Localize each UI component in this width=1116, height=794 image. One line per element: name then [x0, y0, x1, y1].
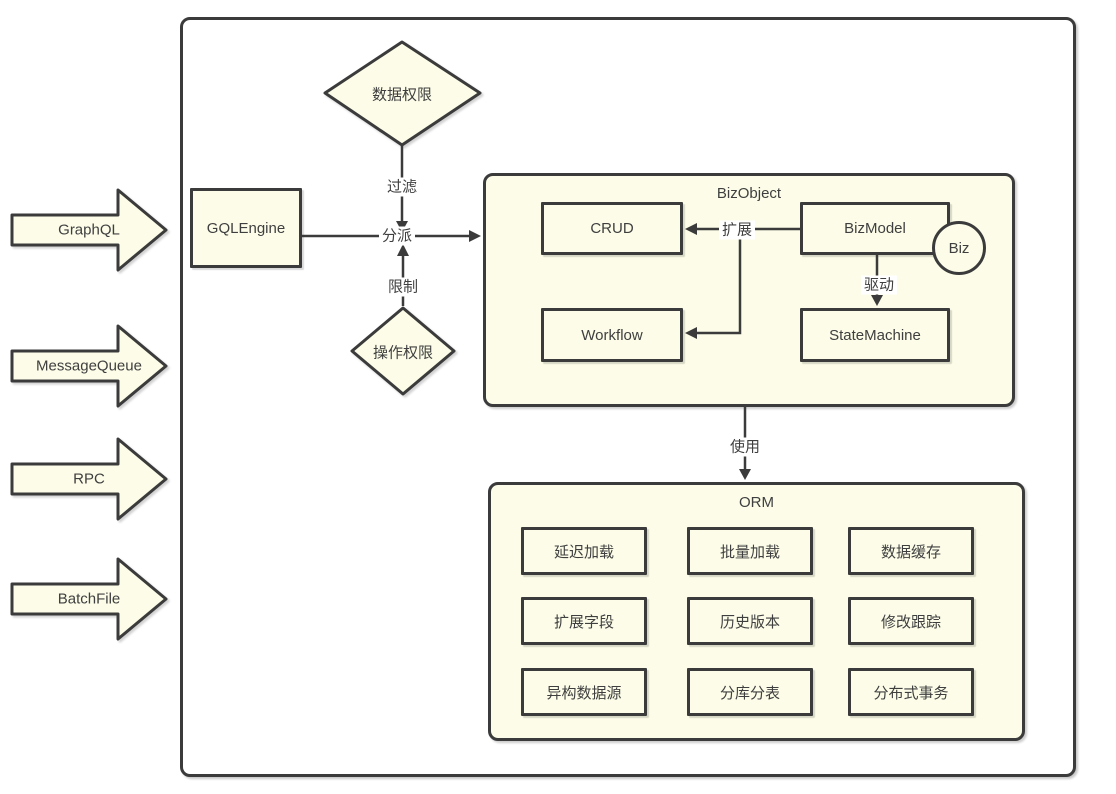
bizobject-title: BizObject — [716, 185, 782, 202]
edge-drive-label: 驱动 — [860, 275, 898, 295]
input-arrow-rpc-label: RPC — [73, 470, 105, 488]
biz-badge-circle[interactable]: Biz — [932, 221, 986, 275]
data-permission-label: 数据权限 — [371, 86, 433, 104]
orm-title: ORM — [739, 494, 774, 511]
orm-feature-sharding[interactable]: 分库分表 — [687, 668, 813, 716]
edge-filter-label: 过滤 — [383, 177, 421, 197]
orm-feature-lazy-load[interactable]: 延迟加载 — [521, 527, 647, 575]
orm-feature-extended-fields[interactable]: 扩展字段 — [521, 597, 647, 645]
input-arrow-graphql-label: GraphQL — [58, 221, 120, 239]
bizmodel-node[interactable]: BizModel — [800, 202, 950, 255]
edge-use-label: 使用 — [726, 437, 764, 457]
orm-feature-distributed-transactions[interactable]: 分布式事务 — [848, 668, 974, 716]
input-arrow-messagequeue-label: MessageQueue — [36, 357, 142, 375]
crud-node[interactable]: CRUD — [541, 202, 683, 255]
orm-feature-data-cache[interactable]: 数据缓存 — [848, 527, 974, 575]
orm-feature-change-tracking[interactable]: 修改跟踪 — [848, 597, 974, 645]
orm-feature-heterogeneous-sources[interactable]: 异构数据源 — [521, 668, 647, 716]
edge-restrict-label: 限制 — [384, 277, 422, 297]
edge-extend-label: 扩展 — [718, 220, 756, 240]
orm-feature-batch-load[interactable]: 批量加载 — [687, 527, 813, 575]
workflow-node[interactable]: Workflow — [541, 308, 683, 362]
operation-permission-label: 操作权限 — [372, 344, 434, 362]
gqlengine-node[interactable]: GQLEngine — [190, 188, 302, 268]
input-arrow-batchfile-label: BatchFile — [57, 590, 121, 608]
statemachine-node[interactable]: StateMachine — [800, 308, 950, 362]
orm-feature-history-versions[interactable]: 历史版本 — [687, 597, 813, 645]
edge-dispatch-label: 分派 — [378, 226, 416, 246]
